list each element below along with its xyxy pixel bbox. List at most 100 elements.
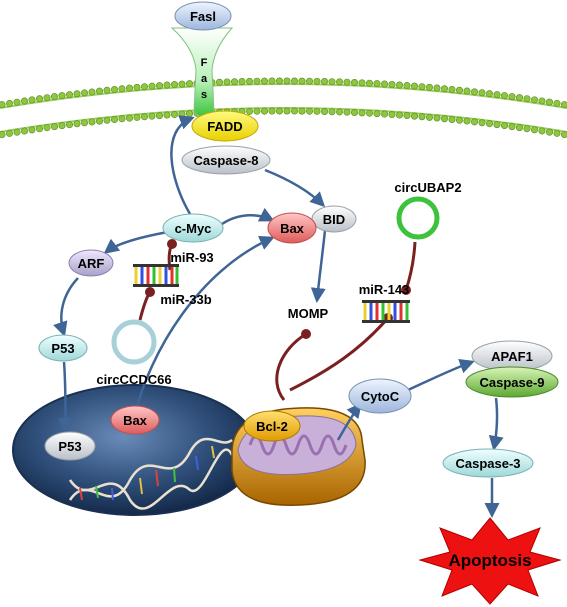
lipid-head [493,121,501,129]
lipid-head [410,112,418,120]
lipid-head [178,80,186,88]
lipid-head [0,101,6,109]
node-cytoc: CytoC [348,378,412,414]
lipid-head [88,88,96,96]
fas-letter-s: s [201,89,207,101]
lipid-head [561,131,567,139]
lipid-head [395,111,403,119]
lipid-head [485,90,493,98]
lipid-head [103,116,111,124]
svg-text:Caspase-3: Caspase-3 [455,456,520,471]
node-p53-nucleus: P53 [44,431,96,461]
lipid-head [440,115,448,123]
label-mir143: miR-143 [359,282,410,297]
lipid-head [410,82,418,90]
lipid-head [365,109,373,117]
lipid-head [73,90,81,98]
node-fasl: Fasl [174,1,232,31]
lipid-head [186,110,194,118]
lipid-head [343,78,351,86]
lipid-head [275,107,283,115]
arrow-caspase8-bid [264,168,326,208]
lipid-head [283,77,291,85]
lipid-head [186,80,194,88]
lipid-head [156,82,164,90]
node-caspase3: Caspase-3 [442,448,534,478]
circrna-ccdc66-ring [111,319,157,365]
lipid-head [358,109,366,117]
lipid-head [66,91,74,99]
lipid-head [463,87,471,95]
lipid-head [111,116,119,124]
lipid-head [216,78,224,86]
mirna-duplex-icon [362,300,410,323]
lipid-head [350,109,358,117]
lipid-head [231,78,239,86]
lipid-head [485,120,493,128]
node-arf: ARF [68,249,114,277]
lipid-head [246,77,254,85]
lipid-head [58,92,66,100]
lipid-head [88,118,96,126]
lipid-head [478,89,486,97]
lipid-head [118,85,126,93]
lipid-head [81,89,89,97]
lipid-head [530,126,538,134]
lipid-head [223,78,231,86]
arrow-arf-p53 [53,277,79,337]
cell-membrane [0,77,567,139]
lipid-head [523,125,531,133]
svg-text:P53: P53 [58,439,81,454]
svg-text:Caspase-8: Caspase-8 [193,153,258,168]
lipid-head [305,77,313,85]
svg-text:Caspase-9: Caspase-9 [479,375,544,390]
lipid-head [418,83,426,91]
lipid-head [268,107,276,115]
lipid-head [275,77,283,85]
lipid-head [388,111,396,119]
lipid-head [380,80,388,88]
svg-text:ARF: ARF [78,256,105,271]
lipid-head [20,127,28,135]
lipid-head [470,118,478,126]
apoptosis-label: Apoptosis [448,551,531,570]
lipid-head [545,98,553,106]
arrow-bid-momp [310,229,327,303]
lipid-head [350,79,358,87]
node-bax-nucleus: Bax [110,405,160,435]
lipid-head [28,96,36,104]
lipid-head [455,116,463,124]
lipid-head [320,108,328,116]
circrna-ubap2-ring [396,196,440,240]
svg-text:P53: P53 [51,341,74,356]
lipid-head [305,107,313,115]
arrow-cytoc-apaf1 [407,359,475,392]
lipid-head [178,110,186,118]
lipid-head [298,107,306,115]
lipid-head [148,112,156,120]
lipid-head [358,79,366,87]
lipid-head [268,77,276,85]
lipid-head [6,99,14,107]
lipid-head [133,83,141,91]
lipid-head [500,122,508,130]
inhibit-mir143-bcl2 [289,317,390,392]
lipid-head [418,113,426,121]
node-apaf1: APAF1 [471,340,553,372]
svg-text:Bcl-2: Bcl-2 [256,419,288,434]
lipid-head [298,77,306,85]
lipid-head [290,107,298,115]
arrow-cmyc-bax [221,207,275,226]
lipid-head [320,78,328,86]
label-circccdc66: circCCDC66 [96,372,171,387]
lipid-head [440,85,448,93]
lipid-head [403,82,411,90]
lipid-head [81,119,89,127]
lipid-head [253,107,261,115]
lipid-head [493,91,501,99]
lipid-head [561,101,567,109]
lipid-head [58,122,66,130]
lipid-head [156,112,164,120]
lipid-head [171,81,179,89]
